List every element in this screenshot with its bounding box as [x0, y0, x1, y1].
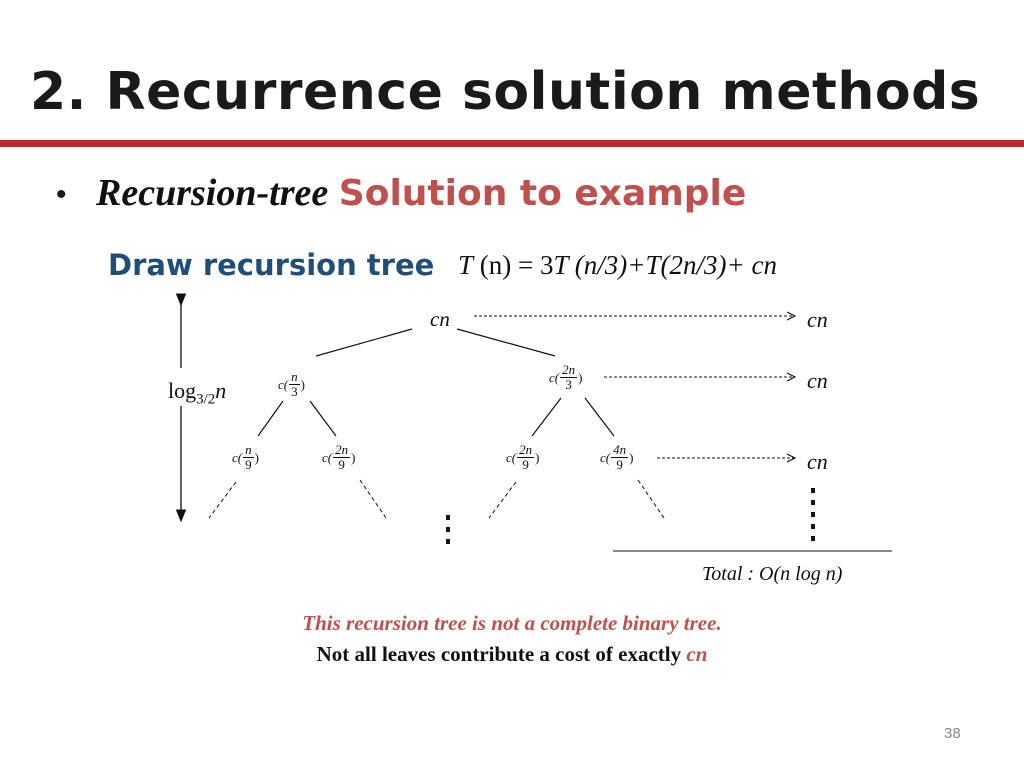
log-base: log — [168, 378, 197, 403]
level-cost-2: cn — [807, 449, 828, 474]
node-numerator: n — [289, 369, 300, 385]
edge-l1right-a — [531, 397, 562, 437]
node-prefix: c( — [322, 449, 333, 465]
node-suffix: ) — [351, 449, 356, 465]
eq-cn: cn — [751, 250, 777, 280]
node-numerator: 2n — [333, 442, 351, 458]
eq-arg1: (n/3)+ — [568, 250, 646, 280]
edge-l1left-b — [309, 400, 337, 437]
recurrence-equation: T (n) = 3T (n/3)+T(2n/3)+ cn — [458, 250, 777, 281]
dashed-leaf-3 — [488, 481, 517, 519]
level-cost-1: cn — [807, 368, 828, 393]
note-leaves: Not all leaves contribute a cost of exac… — [0, 642, 1024, 667]
tree-height-label: log3/2n — [168, 378, 226, 408]
tree-node-l2-1: c( n 9 ) — [232, 443, 259, 472]
eq-t2: T — [645, 250, 661, 280]
node-denominator: 9 — [338, 457, 345, 472]
node-suffix: ) — [629, 449, 634, 465]
dashed-leaf-1 — [208, 481, 237, 519]
tree-node-l1-right: c( 2n 3 ) — [549, 363, 582, 392]
tree-node-l2-3: c( 2n 9 ) — [506, 443, 539, 472]
node-fraction: n 3 — [289, 370, 300, 399]
node-prefix: c( — [549, 369, 560, 385]
node-numerator: 2n — [517, 442, 535, 458]
node-numerator: n — [243, 442, 254, 458]
node-suffix: ) — [254, 449, 259, 465]
edge-l1left-a — [257, 400, 284, 437]
node-prefix: c( — [506, 449, 517, 465]
note-leaves-cn: cn — [686, 642, 708, 666]
bullet-heading: Recursion-tree Solution to example — [96, 171, 746, 215]
tree-node-l2-4: c( 4n 9 ) — [600, 443, 633, 472]
eq-t1: T — [553, 250, 569, 280]
bullet-marker: • — [56, 178, 67, 211]
node-fraction: 2n 9 — [517, 442, 535, 472]
note-not-complete: This recursion tree is not a complete bi… — [302, 611, 722, 635]
node-fraction: 2n 3 — [560, 362, 578, 392]
node-numerator: 2n — [560, 362, 578, 378]
page-number: 38 — [944, 725, 961, 742]
edge-root-right — [456, 328, 556, 357]
node-denominator: 3 — [565, 377, 572, 392]
edge-root-left — [315, 328, 413, 357]
ellipsis-right — [811, 488, 815, 541]
node-denominator: 3 — [291, 384, 298, 399]
node-suffix: ) — [300, 376, 305, 392]
log-subscript: 3/2 — [196, 391, 216, 408]
bullet-rest: Solution to example — [338, 173, 747, 214]
title-underline — [0, 140, 1024, 147]
node-fraction: 2n 9 — [333, 442, 351, 472]
subheading: Draw recursion tree — [108, 248, 435, 282]
tree-node-l1-left: c( n 3 ) — [278, 370, 305, 399]
eq-lhs-n: (n) = 3 — [473, 250, 554, 280]
node-fraction: 4n 9 — [611, 442, 629, 472]
node-suffix: ) — [578, 369, 583, 385]
dashed-leaf-4 — [637, 479, 665, 519]
level-cost-0: cn — [807, 307, 828, 332]
node-denominator: 9 — [522, 457, 529, 472]
node-fraction: n 9 — [243, 443, 254, 472]
tree-node-l2-2: c( 2n 9 ) — [322, 443, 355, 472]
node-suffix: ) — [535, 449, 540, 465]
dashed-leaf-2 — [359, 479, 387, 519]
node-prefix: c( — [278, 376, 289, 392]
ellipsis-middle — [446, 515, 450, 544]
node-denominator: 9 — [245, 457, 252, 472]
total-cost: Total : O(n log n) — [702, 563, 843, 585]
log-var: n — [215, 378, 227, 403]
edge-l1right-b — [584, 397, 615, 437]
node-prefix: c( — [600, 449, 611, 465]
tree-root-node: cn — [430, 307, 450, 331]
node-denominator: 9 — [616, 457, 623, 472]
eq-arg2: (2n/3)+ — [660, 250, 752, 280]
eq-lhs-T: T — [458, 250, 474, 280]
node-prefix: c( — [232, 449, 243, 465]
node-numerator: 4n — [611, 442, 629, 458]
note-leaves-text: Not all leaves contribute a cost of exac… — [316, 642, 687, 666]
bullet-emphasis: Recursion-tree — [96, 172, 329, 214]
slide-title: 2. Recurrence solution methods — [30, 62, 981, 122]
